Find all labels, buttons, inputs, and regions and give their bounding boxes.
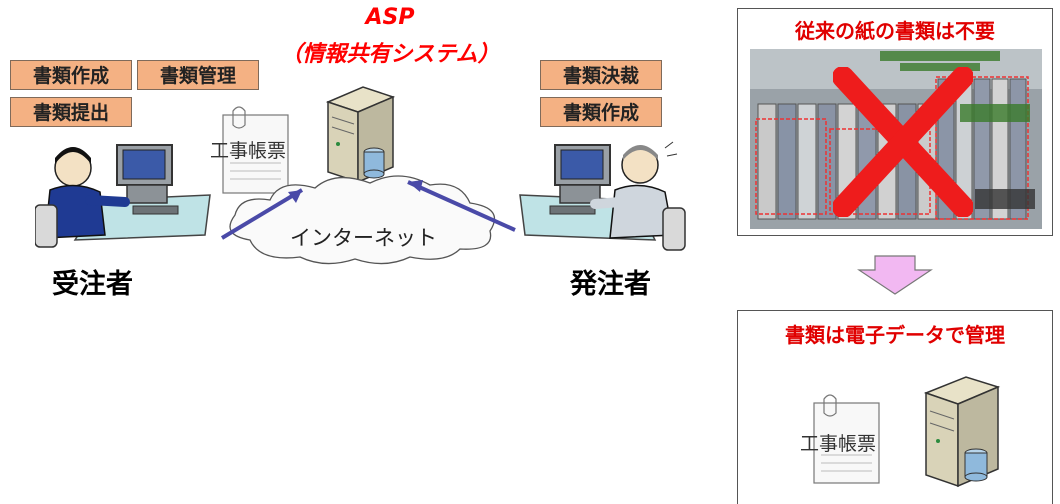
orderer-tag-approve: 書類決裁 [540,60,662,90]
orderer-person-at-computer-icon [519,141,686,251]
electronic-data-panel: 書類は電子データで管理 工事帳票 [737,310,1053,504]
document-icon [222,106,289,194]
down-arrow-icon [857,255,933,295]
receiver-label: 受注者 [52,269,133,300]
electronic-data-title: 書類は電子データで管理 [785,323,1005,347]
receiver-tag-create: 書類作成 [10,60,132,90]
orderer-label: 発注者 [570,269,651,300]
internet-cloud-icon [220,175,516,265]
document-label: 工事帳票 [210,140,287,162]
receiver-tag-manage: 書類管理 [137,60,259,90]
panel-document-label: 工事帳票 [800,433,877,455]
panel-document-icon [813,394,880,484]
internet-label: インターネット [290,226,437,250]
receiver-person-at-computer-icon [35,144,211,248]
asp-subtitle: （情報共有システム） [280,42,500,67]
receiver-tag-submit: 書類提出 [10,97,132,127]
orderer-tag-create: 書類作成 [540,97,662,127]
cross-icon [833,67,973,217]
asp-title: ASP [365,5,415,30]
server-icon [325,86,396,184]
paper-unneeded-panel: 従来の紙の書類は不要 [737,8,1053,236]
panel-server-icon [923,376,1001,488]
paper-unneeded-title: 従来の紙の書類は不要 [795,19,995,43]
